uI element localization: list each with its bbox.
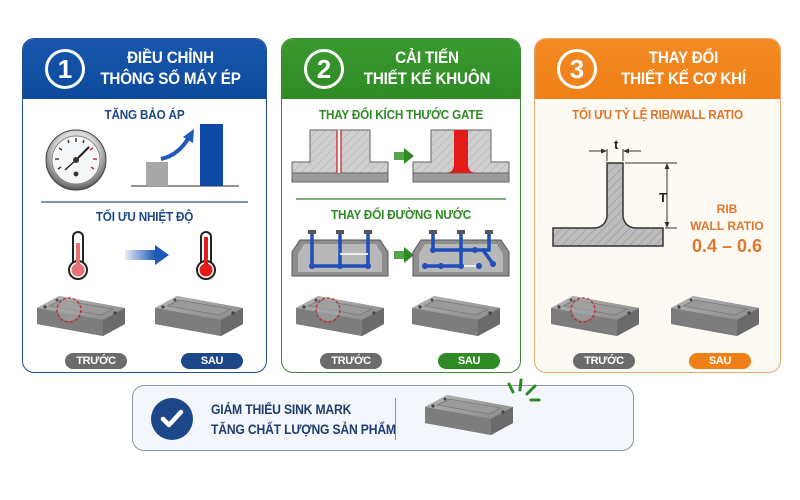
result-text: GIẢM THIỂU SINK MARK TĂNG CHẤT LƯỢNG SẢN… [211, 402, 396, 437]
panel-body: THAY ĐỔI KÍCH THƯỚC GATE THAY ĐỔI ĐƯỜNG … [282, 99, 520, 372]
rib-wall-diagram [552, 148, 677, 247]
arrow-right-icon [125, 245, 169, 265]
after-badge: SAU [438, 353, 500, 369]
panel-title: CẢI TIẾN THIẾT KẾ KHUÔN [363, 49, 491, 88]
section-divider [41, 201, 248, 203]
banner-divider [395, 398, 396, 440]
pressure-gauge-icon [45, 129, 107, 191]
before-badge: TRƯỚC [320, 353, 382, 369]
step-number: 1 [45, 49, 85, 89]
section-title-rib-wall-ratio: TỐI ƯU TỶ LỆ RIB/WALL RATIO [572, 107, 743, 122]
checkmark-icon [151, 398, 193, 440]
gate-narrow-icon [291, 129, 389, 183]
sparkle-icon [507, 378, 541, 402]
section-title-gate-size: THAY ĐỔI KÍCH THƯỚC GATE [318, 107, 483, 122]
part-before-image [36, 295, 126, 337]
panel-mold-design: 2 CẢI TIẾN THIẾT KẾ KHUÔN THAY ĐỔI KÍCH … [281, 38, 521, 373]
bar-increase-icon [131, 124, 239, 187]
gate-wide-icon [412, 129, 510, 183]
part-after-image [411, 295, 501, 337]
step-number: 2 [304, 49, 344, 89]
part-after-image [154, 295, 244, 337]
section-title-cooling-channel: THAY ĐỔI ĐƯỜNG NƯỚC [331, 207, 471, 222]
ratio-value: 0.4 – 0.6 [691, 236, 763, 256]
panel-title: THAY ĐỔI THIẾT KẾ CƠ KHÍ [621, 49, 746, 88]
step-number: 3 [557, 49, 597, 89]
thermometer-high-icon [196, 231, 216, 280]
part-after-image [670, 295, 760, 337]
panel-header: 1 ĐIỀU CHỈNH THÔNG SỐ MÁY ÉP [23, 39, 266, 99]
result-banner: GIẢM THIỂU SINK MARK TĂNG CHẤT LƯỢNG SẢN… [132, 378, 634, 451]
wall-thickness-label: T [659, 190, 667, 205]
section-divider [296, 198, 506, 200]
section-title-temperature: TỐI ƯU NHIỆT ĐỘ [95, 209, 194, 224]
panel-mechanical-design: 3 THAY ĐỔI THIẾT KẾ CƠ KHÍ TỐI ƯU TỶ LỆ … [534, 38, 781, 373]
after-badge: SAU [181, 353, 243, 369]
rib-thickness-label: t [614, 137, 619, 152]
section-title-holding-pressure: TĂNG BẢO ÁP [104, 107, 185, 122]
arrow-right-icon [394, 148, 414, 164]
panel-body: TỐI ƯU TỶ LỆ RIB/WALL RATIO t T RIB WALL… [535, 99, 780, 372]
ratio-label: RIB WALL RATIO [690, 202, 764, 233]
part-before-image [295, 295, 385, 337]
panel-header: 3 THAY ĐỔI THIẾT KẾ CƠ KHÍ [535, 39, 780, 99]
before-badge: TRƯỚC [573, 353, 635, 369]
panel-body: TĂNG BẢO ÁP TỐI ƯU NHIỆT ĐỘ [23, 99, 266, 372]
panel-header: 2 CẢI TIẾN THIẾT KẾ KHUÔN [282, 39, 520, 99]
panel-machine-parameters: 1 ĐIỀU CHỈNH THÔNG SỐ MÁY ÉP TĂNG BẢO ÁP [22, 38, 267, 373]
panel-title: ĐIỀU CHỈNH THÔNG SỐ MÁY ÉP [100, 49, 241, 88]
before-badge: TRƯỚC [65, 353, 127, 369]
cooling-channel-old-icon [291, 230, 389, 277]
arrow-right-icon [394, 247, 414, 263]
part-before-image [550, 295, 640, 337]
thermometer-low-icon [68, 231, 88, 280]
cooling-channel-new-icon [412, 230, 510, 277]
after-badge: SAU [689, 353, 751, 369]
